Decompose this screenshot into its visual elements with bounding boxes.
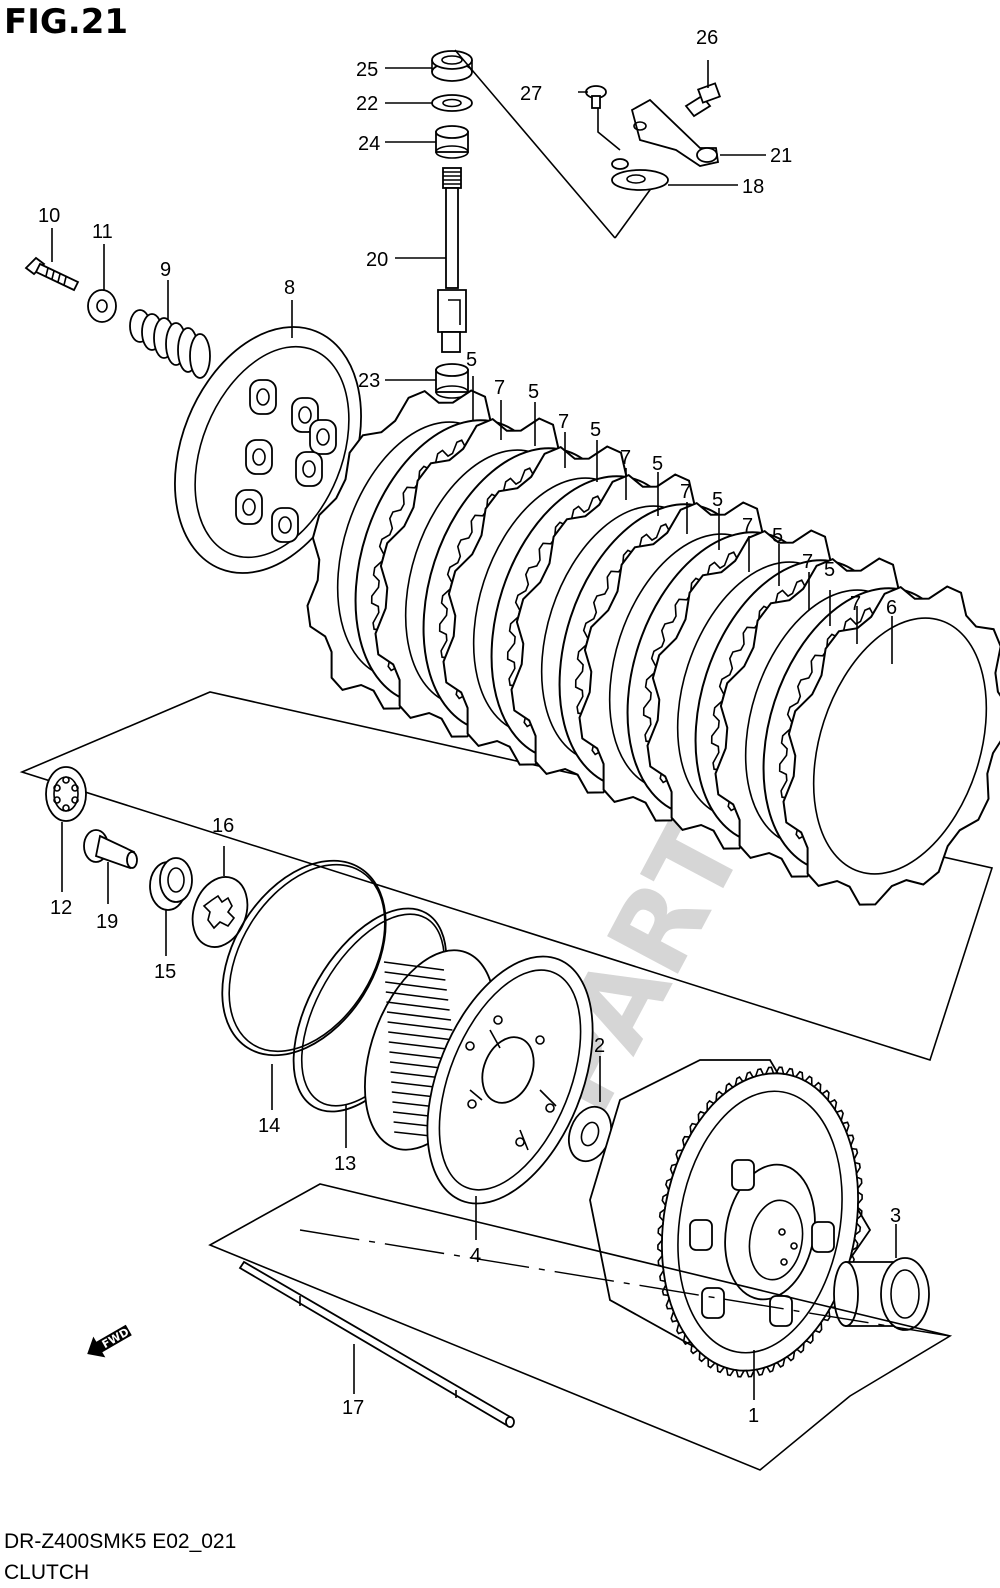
callout-22: 22: [356, 93, 378, 115]
callout-5-f: 5: [772, 525, 783, 547]
callout-6: 6: [886, 597, 897, 619]
callout-9: 9: [160, 259, 171, 281]
clutch-plate-stack: [19, 376, 1000, 1062]
part-19-bolt[interactable]: [83, 829, 138, 870]
callout-12: 12: [50, 897, 72, 919]
callout-5-b: 5: [528, 381, 539, 403]
callout-17: 17: [342, 1397, 364, 1419]
base-outline: [208, 1183, 953, 1471]
part-22-washer[interactable]: [431, 94, 473, 112]
fwd-arrow: FWD: [87, 1324, 132, 1358]
callout-26: 26: [696, 27, 718, 49]
part-25-oil-seal[interactable]: [431, 50, 473, 82]
callout-7-f: 7: [802, 551, 813, 573]
release-arm-group: [454, 49, 766, 239]
part-20-release-shaft[interactable]: [437, 167, 467, 353]
part-17-push-rod[interactable]: [238, 1260, 515, 1428]
part-24-bearing[interactable]: [435, 125, 469, 159]
callout-3: 3: [890, 1205, 901, 1227]
callout-27: 27: [520, 83, 542, 105]
diagram-code: DR-Z400SMK5 E02_021: [4, 1530, 237, 1553]
callout-21: 21: [770, 145, 792, 167]
axis-line: [299, 1229, 951, 1337]
callout-24: 24: [358, 133, 380, 155]
callout-7-b: 7: [558, 411, 569, 433]
callout-1: 1: [748, 1405, 759, 1427]
part-27-screw[interactable]: [585, 85, 607, 109]
callout-labels: 25 22 24 20 23 27 26 21 18 10 11 9 8 5 7…: [38, 27, 901, 1427]
callout-2: 2: [594, 1035, 605, 1057]
callout-7-e: 7: [742, 515, 753, 537]
part-1-clutch-housing[interactable]: [589, 1058, 881, 1400]
part-14-ring[interactable]: [188, 831, 419, 1085]
part-23-bearing[interactable]: [435, 363, 469, 399]
callout-25: 25: [356, 59, 378, 81]
callout-10: 10: [38, 205, 60, 227]
callout-7-g: 7: [850, 593, 861, 615]
part-8-pressure-plate[interactable]: [140, 299, 395, 601]
callout-5-e: 5: [712, 489, 723, 511]
callout-7-a: 7: [494, 377, 505, 399]
callout-5-c: 5: [590, 419, 601, 441]
part-21-release-lever[interactable]: [630, 98, 720, 167]
callout-4: 4: [470, 1245, 481, 1267]
fwd-label: FWD: [100, 1325, 131, 1351]
diagram-name: CLUTCH: [4, 1561, 90, 1584]
figure-title: FIG.21: [4, 2, 129, 42]
callout-8: 8: [284, 277, 295, 299]
part-11-washer[interactable]: [87, 289, 117, 323]
part-18-plate[interactable]: [611, 158, 669, 191]
part-12-bearing[interactable]: [45, 766, 87, 822]
part-10-bolt[interactable]: [24, 256, 80, 292]
drive-plate[interactable]: [782, 585, 1000, 906]
callout-13: 13: [334, 1153, 356, 1175]
callout-7-d: 7: [680, 481, 691, 503]
part-4-clutch-hub[interactable]: [340, 932, 626, 1240]
callout-7-c: 7: [620, 447, 631, 469]
callout-18: 18: [742, 176, 764, 198]
pressure-plate-group: [24, 228, 395, 601]
callout-20: 20: [366, 249, 388, 271]
callout-19: 19: [96, 911, 118, 933]
callout-11: 11: [92, 221, 113, 243]
part-9-spring[interactable]: [129, 309, 211, 379]
callout-16: 16: [212, 815, 234, 837]
callout-14: 14: [258, 1115, 280, 1137]
callout-23: 23: [358, 370, 380, 392]
release-shaft-group: [385, 50, 473, 399]
part-16-lock-washer[interactable]: [183, 869, 256, 954]
callout-5-d: 5: [652, 453, 663, 475]
part-26-bolt[interactable]: [684, 82, 722, 118]
part-15-nut[interactable]: [149, 857, 193, 911]
callout-5-g: 5: [824, 559, 835, 581]
callout-5-a: 5: [466, 349, 477, 371]
callout-15: 15: [154, 961, 176, 983]
